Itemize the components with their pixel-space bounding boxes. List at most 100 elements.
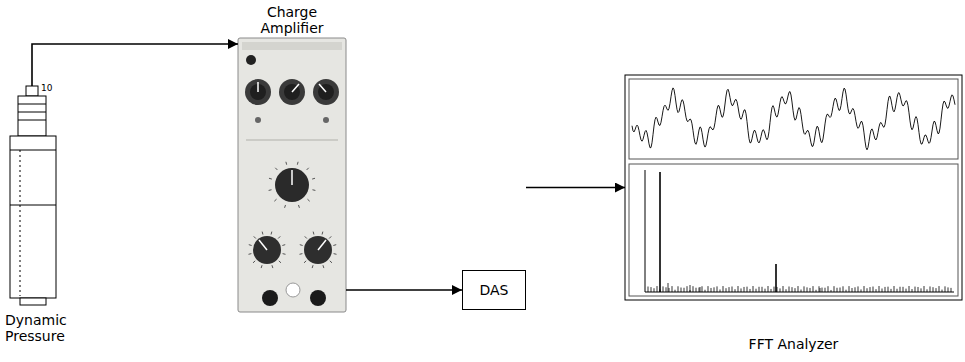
- spectrum-line: [900, 287, 901, 292]
- spectrum-line: [882, 288, 883, 292]
- spectrum-line: [678, 286, 679, 292]
- spectrum-line: [921, 288, 922, 292]
- dial-tick: [333, 244, 336, 246]
- spectrum-line: [747, 287, 748, 292]
- dial-tick: [278, 236, 280, 238]
- spectrum-line: [831, 290, 832, 292]
- pressure-waveform: [632, 88, 955, 150]
- spectrum-line: [681, 288, 682, 292]
- spectrum-line: [852, 288, 853, 292]
- knob-pointer: [319, 84, 326, 92]
- spectrum-line: [933, 287, 934, 292]
- spectrum-line: [687, 286, 688, 292]
- dial-pointer: [291, 170, 293, 185]
- spectrum-line: [775, 264, 777, 292]
- spectrum-line: [765, 289, 766, 292]
- spectrum-line: [879, 286, 880, 292]
- filter-dial: [253, 236, 281, 264]
- dial-ticks: [248, 162, 336, 268]
- knob: [313, 79, 339, 105]
- dial-tick: [330, 261, 332, 263]
- knob-cap: [318, 84, 334, 100]
- filter-dial: [304, 236, 332, 264]
- spectrum-line: [888, 287, 889, 292]
- spectrum-line: [849, 286, 850, 292]
- spectrum-line: [738, 286, 739, 292]
- signal-arrow: [346, 289, 462, 291]
- spectrum-line: [924, 286, 925, 292]
- fft-analyzer-node: FFT Analyzer: [625, 75, 962, 300]
- spectrum-line: [867, 288, 868, 292]
- spectrum-line: [672, 286, 673, 292]
- pressure-sensor-node: Dynamic Pressure: [5, 86, 63, 306]
- spectrum-lines: [648, 172, 951, 292]
- spectrum-line: [711, 288, 712, 292]
- dial-tick: [285, 162, 287, 165]
- spectrum-line: [870, 287, 871, 292]
- fft-screen: [625, 75, 962, 300]
- spectrum-line: [819, 286, 820, 292]
- spectrum-line: [897, 289, 898, 292]
- spectrum-line: [894, 286, 895, 292]
- sensor-line: [10, 205, 56, 206]
- spectrum-line: [951, 288, 952, 292]
- spectrum-line: [648, 287, 649, 292]
- spectrum-line: [732, 286, 733, 292]
- dimension-label: 10: [41, 84, 52, 94]
- spectrum-line: [702, 286, 703, 292]
- spectrum-line: [726, 288, 727, 292]
- spectrum-plot: [629, 164, 958, 296]
- spectrum-line: [873, 287, 874, 292]
- spectrum-line: [795, 288, 796, 292]
- spectrum-line: [846, 290, 847, 292]
- spectrum-line: [801, 290, 802, 292]
- spectrum-line: [918, 287, 919, 292]
- spectrum-line: [855, 287, 856, 292]
- spectrum-line: [657, 286, 658, 292]
- dial-pointer: [259, 240, 267, 250]
- das-box: DAS: [462, 270, 526, 310]
- spectrum-line: [768, 286, 769, 292]
- dial-pointer: [318, 240, 326, 250]
- spectrum-line: [820, 288, 821, 292]
- dial-tick: [297, 162, 299, 165]
- spectrum-axis: [645, 170, 646, 292]
- dial-tick: [312, 265, 314, 268]
- signal-arrow: [526, 187, 625, 189]
- spectrum-line: [945, 286, 946, 292]
- sensor-centerline: [20, 150, 21, 296]
- dial-tick: [262, 232, 264, 235]
- amplifier-input: [246, 55, 256, 65]
- dial-tick: [334, 253, 337, 255]
- dial-tick: [284, 205, 286, 208]
- dial-tick: [261, 265, 263, 268]
- dial-tick: [283, 253, 286, 255]
- dial-tick: [254, 236, 256, 238]
- spectrum-line: [762, 287, 763, 292]
- spectrum-line: [861, 289, 862, 292]
- spectrum-line: [942, 290, 943, 292]
- spectrum-line: [807, 287, 808, 292]
- sensor-thread: [18, 112, 46, 113]
- spectrum-line: [750, 289, 751, 292]
- amplifier-knobs: [245, 79, 339, 105]
- dial-tick: [275, 168, 277, 170]
- spectrum-line: [837, 288, 838, 292]
- sensor-tip: [20, 298, 46, 305]
- dial-tick: [304, 261, 306, 263]
- output-connector: [262, 290, 278, 306]
- spectrum-line: [915, 287, 916, 292]
- charge-amplifier-node: Charge Amplifier: [238, 38, 346, 312]
- spectrum-line: [789, 286, 790, 292]
- spectrum-line: [720, 289, 721, 292]
- spectrum-line: [810, 288, 811, 292]
- sensor-connector: [26, 86, 38, 96]
- spectrum-line: [693, 286, 694, 292]
- dial-tick: [322, 232, 324, 235]
- spectrum-line: [840, 287, 841, 292]
- amplifier-panel: [238, 38, 346, 312]
- spectrum-line: [885, 287, 886, 292]
- dial-tick: [307, 199, 309, 201]
- spectrum-line: [663, 286, 664, 292]
- spectrum-line: [813, 286, 814, 292]
